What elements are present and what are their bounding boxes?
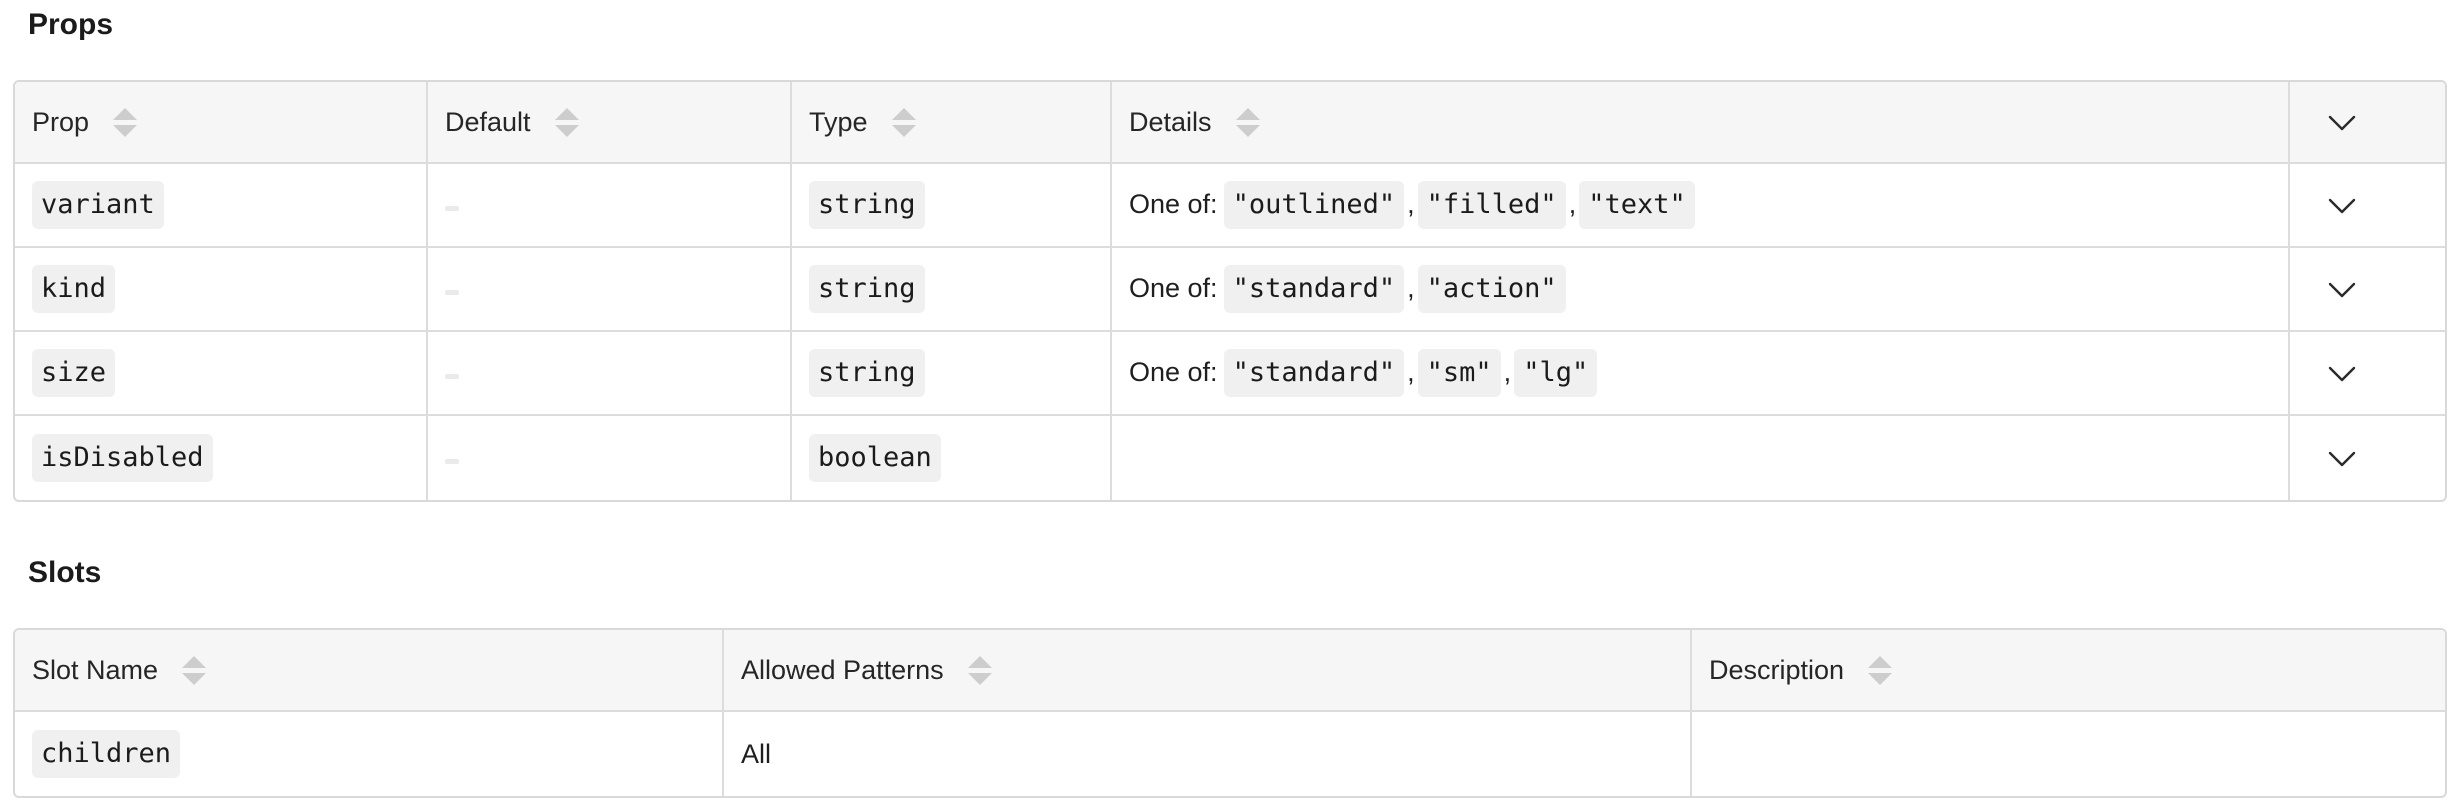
slot-name-header-label: Slot Name — [32, 654, 159, 685]
props-header-row: Prop Default Type Details — [15, 82, 2445, 164]
default-column-header[interactable]: Default — [428, 82, 792, 164]
prop-name: kind — [32, 264, 116, 314]
details-label: One of: — [1129, 356, 1218, 387]
allowed-patterns-value: All — [741, 738, 772, 769]
sort-arrows-icon[interactable] — [554, 107, 579, 137]
description-column-header[interactable]: Description — [1692, 630, 2445, 712]
option-separator: , — [1407, 356, 1415, 387]
details-label: One of: — [1129, 272, 1218, 303]
option-value: "action" — [1417, 264, 1566, 314]
prop-type: boolean — [809, 433, 941, 483]
prop-type: string — [809, 180, 925, 230]
table-row: kind string One of:"standard","action" — [15, 248, 2445, 332]
option-value: "lg" — [1514, 348, 1598, 398]
slots-section-title: Slots — [28, 556, 102, 589]
prop-cell: isDisabled — [15, 416, 428, 500]
props-section-title: Props — [28, 8, 114, 41]
option-separator: , — [1407, 188, 1415, 219]
slots-table: Slot Name Allowed Patterns Description c… — [13, 628, 2447, 798]
slot-name-cell: children — [15, 712, 724, 796]
expand-all-header[interactable] — [2290, 82, 2445, 164]
default-cell — [428, 248, 792, 332]
prop-column-header[interactable]: Prop — [15, 82, 428, 164]
type-cell: string — [792, 164, 1112, 248]
prop-cell: variant — [15, 164, 428, 248]
type-cell: string — [792, 332, 1112, 416]
option-value: "filled" — [1417, 180, 1566, 230]
sort-arrows-icon[interactable] — [891, 107, 916, 137]
details-cell: One of:"standard","action" — [1112, 248, 2290, 332]
prop-cell: size — [15, 332, 428, 416]
expand-row-cell[interactable] — [2290, 416, 2445, 500]
allowed-patterns-column-header[interactable]: Allowed Patterns — [724, 630, 1692, 712]
description-cell — [1692, 712, 2445, 796]
sort-arrows-icon[interactable] — [967, 655, 992, 685]
details-column-header[interactable]: Details — [1112, 82, 2290, 164]
slot-name-column-header[interactable]: Slot Name — [15, 630, 724, 712]
empty-default-placeholder — [445, 373, 459, 379]
chevron-down-icon[interactable] — [2328, 366, 2356, 382]
chevron-down-icon[interactable] — [2328, 198, 2356, 214]
expand-row-cell[interactable] — [2290, 248, 2445, 332]
prop-name: variant — [32, 180, 164, 230]
type-column-header[interactable]: Type — [792, 82, 1112, 164]
option-value: "outlined" — [1223, 180, 1405, 230]
details-label: One of: — [1129, 188, 1218, 219]
details-header-label: Details — [1129, 106, 1212, 137]
table-row: variant string One of:"outlined","filled",… — [15, 164, 2445, 248]
option-value: "sm" — [1417, 348, 1501, 398]
allowed-patterns-cell: All — [724, 712, 1692, 796]
table-row: isDisabled boolean — [15, 416, 2445, 500]
sort-arrows-icon[interactable] — [113, 107, 138, 137]
sort-arrows-icon[interactable] — [182, 655, 207, 685]
prop-type: string — [809, 348, 925, 398]
option-value: "standard" — [1223, 348, 1405, 398]
prop-name: size — [32, 348, 116, 398]
default-cell — [428, 416, 792, 500]
details-cell: One of:"outlined","filled","text" — [1112, 164, 2290, 248]
type-cell: boolean — [792, 416, 1112, 500]
empty-default-placeholder — [445, 458, 459, 464]
sort-arrows-icon[interactable] — [1235, 107, 1260, 137]
option-separator: , — [1407, 272, 1415, 303]
prop-header-label: Prop — [32, 106, 90, 137]
props-table: Prop Default Type Details — [13, 80, 2447, 502]
default-header-label: Default — [445, 106, 531, 137]
option-value: "standard" — [1223, 264, 1405, 314]
type-header-label: Type — [809, 106, 868, 137]
chevron-down-icon[interactable] — [2328, 282, 2356, 298]
option-separator: , — [1503, 356, 1512, 387]
empty-default-placeholder — [445, 289, 459, 295]
allowed-patterns-header-label: Allowed Patterns — [741, 654, 944, 685]
prop-name: isDisabled — [32, 433, 213, 483]
sort-arrows-icon[interactable] — [1868, 655, 1893, 685]
expand-row-cell[interactable] — [2290, 164, 2445, 248]
details-cell: One of:"standard","sm","lg" — [1112, 332, 2290, 416]
description-header-label: Description — [1709, 654, 1845, 685]
type-cell: string — [792, 248, 1112, 332]
empty-default-placeholder — [445, 205, 459, 211]
chevron-down-icon[interactable] — [2328, 115, 2356, 131]
prop-type: string — [809, 264, 925, 314]
slots-header-row: Slot Name Allowed Patterns Description — [15, 630, 2445, 712]
details-cell — [1112, 416, 2290, 500]
slot-name: children — [32, 729, 181, 779]
chevron-down-icon[interactable] — [2328, 451, 2356, 467]
default-cell — [428, 164, 792, 248]
option-value: "text" — [1579, 180, 1695, 230]
prop-cell: kind — [15, 248, 428, 332]
expand-row-cell[interactable] — [2290, 332, 2445, 416]
default-cell — [428, 332, 792, 416]
table-row: children All — [15, 712, 2445, 796]
option-separator: , — [1568, 188, 1577, 219]
